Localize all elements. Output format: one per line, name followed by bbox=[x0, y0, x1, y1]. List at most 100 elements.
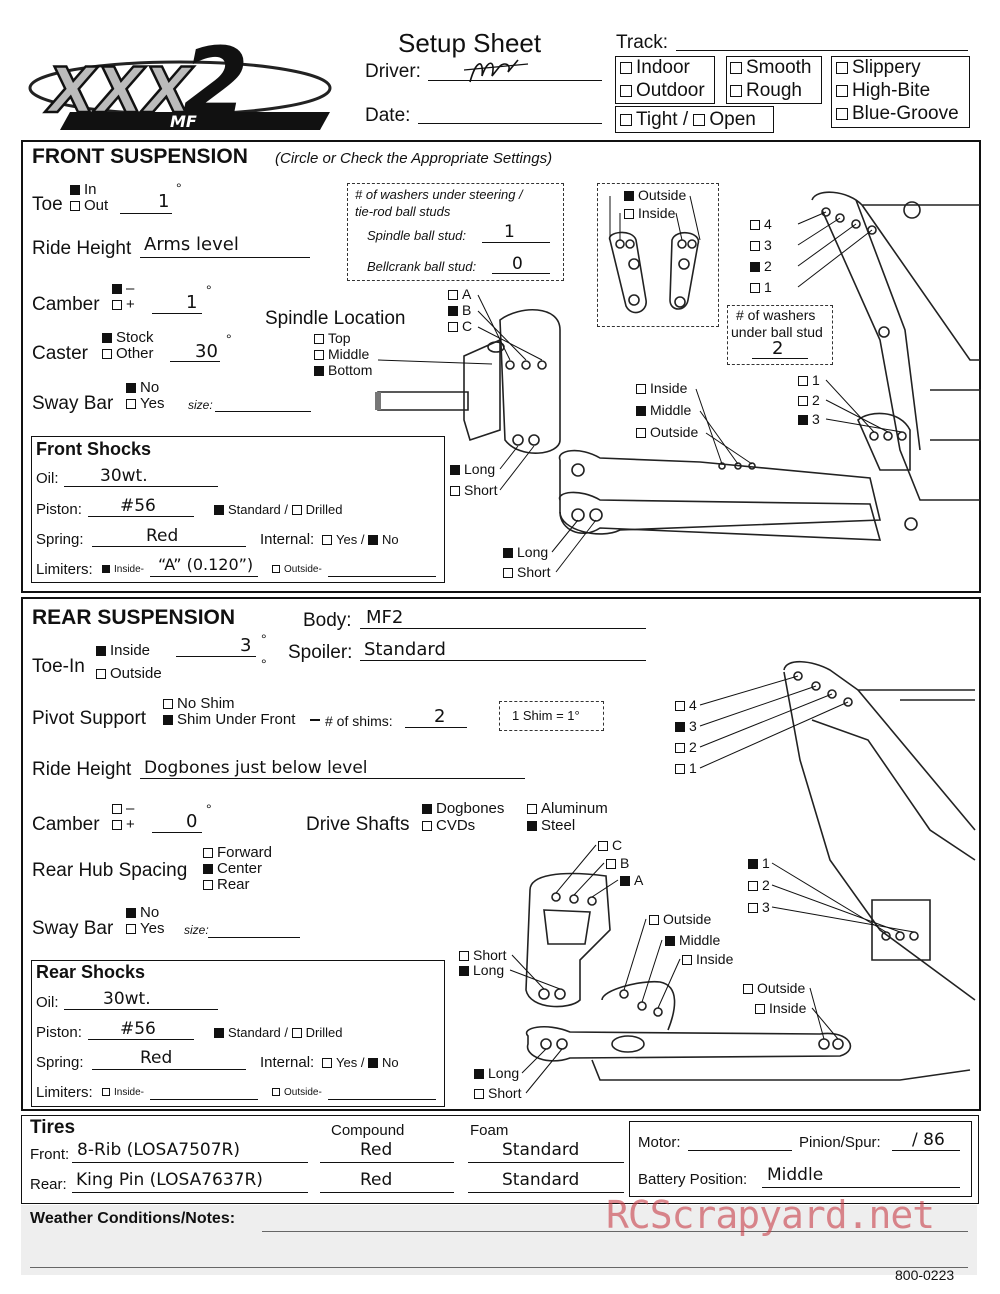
steer-outside-option[interactable]: Outside bbox=[624, 188, 686, 202]
outdoor-option[interactable]: Outdoor bbox=[620, 81, 705, 100]
camber-plus-checkbox[interactable] bbox=[112, 300, 122, 310]
rear-arm-long-checkbox[interactable] bbox=[474, 1069, 484, 1079]
caster-stock-option[interactable]: Stock bbox=[102, 330, 154, 345]
rear-tower-2-checkbox[interactable] bbox=[675, 743, 685, 753]
rear-arm-inside-checkbox[interactable] bbox=[755, 1004, 765, 1014]
rear-internal-no-checkbox[interactable] bbox=[368, 1058, 379, 1068]
front-standard-checkbox[interactable] bbox=[214, 505, 224, 515]
rear-hub-b-checkbox[interactable] bbox=[606, 859, 616, 869]
rear-limiter-inside-checkbox[interactable] bbox=[102, 1088, 110, 1096]
spindle-bottom-option[interactable]: Bottom bbox=[314, 363, 372, 377]
front-shock-short[interactable]: Short bbox=[450, 483, 497, 497]
front-lower-long[interactable]: Long bbox=[503, 545, 548, 559]
smooth-checkbox[interactable] bbox=[730, 62, 742, 74]
smooth-option[interactable]: Smooth bbox=[730, 58, 811, 77]
front-pos-b-checkbox[interactable] bbox=[448, 306, 458, 316]
rear-tower-3[interactable]: 3 bbox=[675, 719, 697, 733]
rear-arm-short[interactable]: Short bbox=[474, 1086, 521, 1100]
front-limiter-inside-value[interactable]: “A” (0.120”) bbox=[158, 555, 254, 574]
rear-hub-long[interactable]: Long bbox=[459, 963, 504, 977]
front-foam-value[interactable]: Standard bbox=[502, 1140, 580, 1160]
dogbones-checkbox[interactable] bbox=[422, 804, 432, 814]
spoiler-value[interactable]: Standard bbox=[364, 639, 446, 660]
slippery-checkbox[interactable] bbox=[836, 62, 848, 74]
front-tower-1-checkbox[interactable] bbox=[750, 283, 760, 293]
spindle-bottom-checkbox[interactable] bbox=[314, 366, 324, 376]
motor-field[interactable] bbox=[688, 1150, 792, 1151]
rear-limiter-inside-field[interactable] bbox=[150, 1099, 258, 1100]
tight-checkbox[interactable] bbox=[620, 114, 632, 126]
indoor-checkbox[interactable] bbox=[620, 62, 632, 74]
sway-no-option[interactable]: No bbox=[126, 380, 159, 395]
steel-checkbox[interactable] bbox=[527, 821, 537, 831]
rear-limiter-outside-field[interactable] bbox=[328, 1099, 436, 1100]
rear-arm-long[interactable]: Long bbox=[474, 1066, 519, 1080]
spindle-middle-checkbox[interactable] bbox=[314, 350, 324, 360]
front-pos-a-checkbox[interactable] bbox=[448, 290, 458, 300]
front-oil-value[interactable]: 30wt. bbox=[100, 466, 148, 486]
caster-other-checkbox[interactable] bbox=[102, 349, 112, 359]
hub-rear-option[interactable]: Rear bbox=[203, 877, 250, 892]
bluegroove-checkbox[interactable] bbox=[836, 108, 848, 120]
rear-hub-c-checkbox[interactable] bbox=[598, 841, 608, 851]
rear-arm-outside[interactable]: Outside bbox=[743, 981, 805, 995]
front-shock-long[interactable]: Long bbox=[450, 462, 495, 476]
toein-inside-option[interactable]: Inside bbox=[96, 643, 150, 658]
sway-yes-checkbox[interactable] bbox=[126, 399, 136, 409]
tight-open-option[interactable]: Tight / Open bbox=[620, 110, 756, 129]
toe-out-option[interactable]: Out bbox=[70, 198, 108, 213]
steer-inside-checkbox[interactable] bbox=[624, 209, 634, 219]
rear-tower-1-checkbox[interactable] bbox=[675, 764, 685, 774]
rough-option[interactable]: Rough bbox=[730, 81, 802, 100]
rear-sway-yes-checkbox[interactable] bbox=[126, 924, 136, 934]
toein-inside-checkbox[interactable] bbox=[96, 646, 106, 656]
hub-forward-option[interactable]: Forward bbox=[203, 845, 272, 860]
toein-value[interactable]: 3 bbox=[240, 635, 252, 656]
front-inner-2[interactable]: 2 bbox=[798, 393, 820, 407]
arm-outside-checkbox[interactable] bbox=[636, 428, 646, 438]
steer-outside-checkbox[interactable] bbox=[624, 191, 634, 201]
front-inner-3-checkbox[interactable] bbox=[798, 415, 808, 425]
pivot-noshim-option[interactable]: No Shim bbox=[163, 696, 235, 711]
indoor-option[interactable]: Indoor bbox=[620, 58, 690, 77]
steer-inside-option[interactable]: Inside bbox=[624, 206, 675, 220]
front-tower-3-checkbox[interactable] bbox=[750, 241, 760, 251]
front-piston-type[interactable]: Standard / Drilled bbox=[214, 503, 342, 516]
ride-height-value[interactable]: Arms level bbox=[144, 234, 239, 255]
rear-hub-short[interactable]: Short bbox=[459, 948, 506, 962]
front-inner-1[interactable]: 1 bbox=[798, 373, 820, 387]
rear-camber-minus-checkbox[interactable] bbox=[112, 804, 122, 814]
arm-inside-checkbox[interactable] bbox=[636, 384, 646, 394]
rear-hub-a-checkbox[interactable] bbox=[620, 876, 630, 886]
pivot-noshim-checkbox[interactable] bbox=[163, 699, 173, 709]
body-value[interactable]: MF2 bbox=[366, 607, 404, 628]
front-tower-3[interactable]: 3 bbox=[750, 238, 772, 252]
front-lower-long-checkbox[interactable] bbox=[503, 548, 513, 558]
hub-center-checkbox[interactable] bbox=[203, 864, 213, 874]
rear-hub-inside-checkbox[interactable] bbox=[682, 955, 692, 965]
front-compound-value[interactable]: Red bbox=[360, 1140, 393, 1160]
front-inner-3[interactable]: 3 bbox=[798, 412, 820, 426]
highbite-checkbox[interactable] bbox=[836, 85, 848, 97]
steel-option[interactable]: Steel bbox=[527, 818, 575, 833]
front-tower-4[interactable]: 4 bbox=[750, 217, 772, 231]
rear-drilled-checkbox[interactable] bbox=[291, 1028, 302, 1038]
aluminum-option[interactable]: Aluminum bbox=[527, 801, 608, 816]
camber-minus-option[interactable]: – bbox=[112, 281, 134, 296]
front-shock-long-checkbox[interactable] bbox=[450, 465, 460, 475]
date-field[interactable] bbox=[418, 123, 602, 124]
rear-arm-short-checkbox[interactable] bbox=[474, 1089, 484, 1099]
front-inner-1-checkbox[interactable] bbox=[798, 376, 808, 386]
rear-foam-value[interactable]: Standard bbox=[502, 1170, 580, 1190]
toe-value[interactable]: 1 bbox=[158, 191, 170, 212]
rear-inner-3[interactable]: 3 bbox=[748, 900, 770, 914]
cvds-checkbox[interactable] bbox=[422, 821, 432, 831]
front-internal-no-checkbox[interactable] bbox=[368, 535, 379, 545]
rear-tower-4[interactable]: 4 bbox=[675, 698, 697, 712]
track-field[interactable] bbox=[676, 50, 968, 51]
notes-field-2[interactable] bbox=[30, 1267, 968, 1268]
rear-tower-4-checkbox[interactable] bbox=[675, 701, 685, 711]
spindle-top-option[interactable]: Top bbox=[314, 331, 351, 345]
front-limiter-outside-checkbox[interactable] bbox=[272, 565, 280, 573]
rear-sway-no-checkbox[interactable] bbox=[126, 908, 136, 918]
